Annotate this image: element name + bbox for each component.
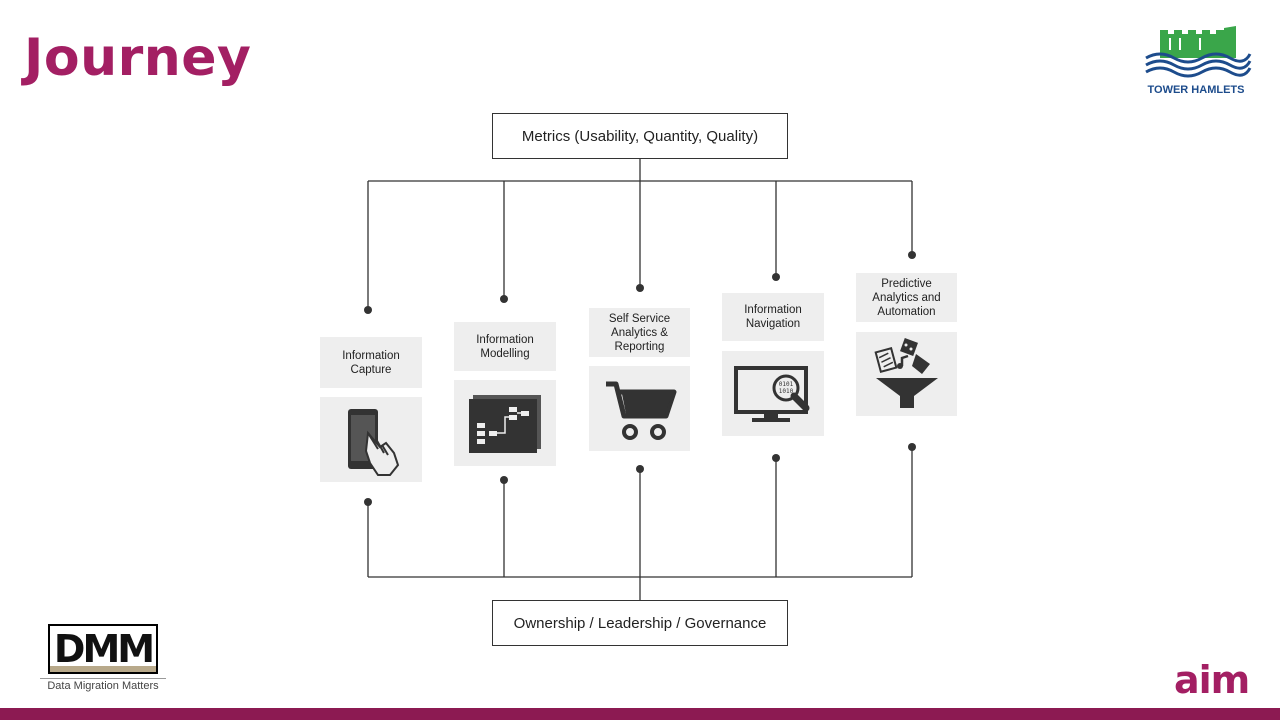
connector-dot (772, 454, 780, 462)
aim-logo: aim (1174, 658, 1270, 702)
stage-label-information-capture: Information Capture (320, 337, 422, 388)
stage-icon-panel-information-modelling (454, 380, 556, 466)
funnel-icon (873, 338, 938, 408)
connector-dot (908, 251, 916, 259)
stage-icon-panel-predictive-analytics (856, 332, 957, 416)
connector-dot (364, 498, 372, 506)
connector-dot (636, 284, 644, 292)
connector-dot (772, 273, 780, 281)
dmm-logo: DMM Data Migration Matters (40, 624, 166, 696)
connector-dot (500, 476, 508, 484)
svg-text:0101: 0101 (779, 381, 794, 388)
monitor-search-icon: 0101 1010 (734, 365, 810, 422)
aim-wordmark: aim (1174, 658, 1250, 702)
connector-dot (364, 306, 372, 314)
footer-bar (0, 708, 1280, 720)
slide-title: Journey (24, 28, 252, 88)
dmm-logo-mark: DMM (48, 624, 158, 674)
data-model-icon (469, 395, 541, 453)
metrics-box: Metrics (Usability, Quantity, Quality) (492, 113, 788, 159)
stage-icon-panel-self-service-analytics (589, 366, 690, 451)
tower-hamlets-wordmark: TOWER HAMLETS (1147, 84, 1245, 96)
stage-label-information-modelling: Information Modelling (454, 322, 556, 371)
dmm-caption: Data Migration Matters (47, 680, 159, 692)
stage-label-information-navigation: Information Navigation (722, 293, 824, 341)
governance-box: Ownership / Leadership / Governance (492, 600, 788, 646)
stage-icon-panel-information-navigation: 0101 1010 (722, 351, 824, 436)
connector-dot (500, 295, 508, 303)
connector-dot (636, 465, 644, 473)
dmm-divider (40, 678, 166, 679)
stage-icon-panel-information-capture (320, 397, 422, 482)
castle-waves-icon (1145, 26, 1252, 78)
tablet-touch-icon (348, 408, 400, 476)
shopping-cart-icon (605, 381, 676, 440)
svg-text:1010: 1010 (779, 388, 794, 395)
tower-hamlets-logo: TOWER HAMLETS (1140, 24, 1252, 104)
connector-dot (908, 443, 916, 451)
stage-label-self-service-analytics: Self Service Analytics & Reporting (589, 308, 690, 357)
stage-label-predictive-analytics: Predictive Analytics and Automation (856, 273, 957, 322)
